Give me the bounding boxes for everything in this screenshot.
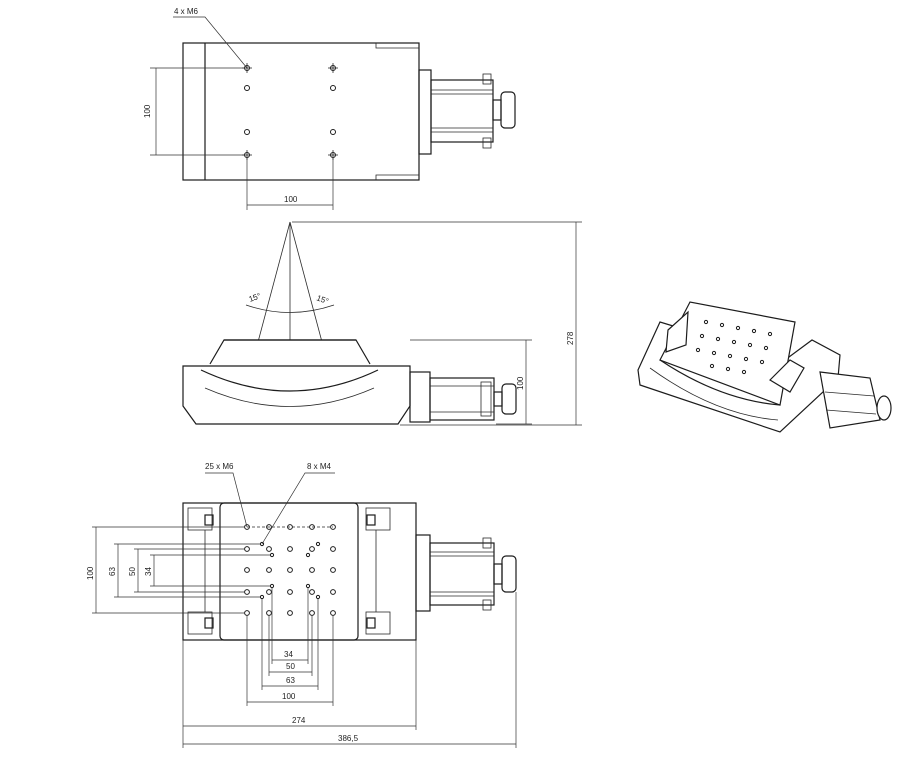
top-dim-horizontal-label: 100 [284,195,298,204]
side-dim-height-label: 100 [516,376,525,390]
side-motor-body [429,377,495,421]
top-holes-leader [173,16,248,69]
isometric-view [637,301,892,433]
side-base-arc [200,369,379,392]
top-view-holes [242,63,338,160]
h-dim-63-label: 63 [286,676,295,685]
v-dim-50-label: 50 [128,567,137,576]
side-base [182,365,411,425]
iso-left-clamp [665,310,689,353]
top-view-step-bottom [375,174,419,180]
top-knob [500,91,516,129]
plate-m6-label: 25 x M6 [205,462,234,471]
plate-m4-label: 8 x M4 [307,462,332,471]
top-holes-label: 4 x M6 [174,7,199,16]
v-dim-34-label: 34 [144,567,153,576]
top-dim-vertical-label: 100 [143,104,152,118]
h-dim-3865-label: 386,5 [338,734,359,743]
iso-holes [695,319,773,375]
h-dim-100-label: 100 [282,692,296,701]
top-motor-flange [418,69,432,155]
plate-m6-leader [205,472,248,528]
top-motor-body [430,79,494,143]
side-angle-right-label: 15° [315,293,329,306]
v-dim-100-label: 100 [86,566,95,580]
v-dim-63-label: 63 [108,567,117,576]
plate-knob [501,555,517,593]
top-view: 4 x M6 100 100 [143,7,516,210]
top-view-step-top [375,43,419,49]
side-knob [501,383,517,415]
iso-right-clamp [769,359,805,393]
plate-table [219,502,359,641]
side-dim-total-label: 278 [566,331,575,345]
top-view-body [182,42,420,181]
h-dim-274-label: 274 [292,716,306,725]
side-view: 15° 15° 100 278 [182,221,582,426]
h-dim-50-label: 50 [286,662,295,671]
side-tilt-table [209,339,371,365]
h-dim-34-label: 34 [284,650,293,659]
side-angle-arc [245,304,335,313]
plate-view: 25 x M6 8 x M4 100 63 50 34 34 50 63 [86,462,517,748]
plate-holes-m6 [244,524,336,616]
plate-base [182,502,417,641]
iso-motor [819,371,881,429]
plate-holes-m4 [259,541,321,600]
plate-m4-leader [261,472,335,545]
iso-knob [876,395,892,421]
side-angle-left-label: 15° [248,291,262,304]
